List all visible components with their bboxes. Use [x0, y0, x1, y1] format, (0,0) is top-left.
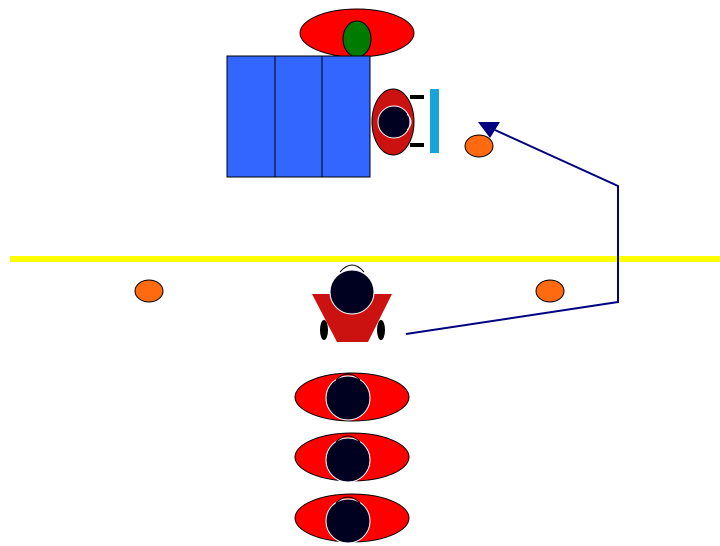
player-head [377, 105, 411, 139]
coach-head [329, 269, 375, 315]
table-panel [226, 55, 276, 178]
coach-hand [377, 320, 385, 340]
coach-face [339, 264, 365, 273]
player-head [325, 375, 371, 421]
table-icon [226, 55, 371, 178]
player-head [325, 498, 371, 544]
arrow-path [405, 129, 619, 335]
player-face [335, 373, 361, 381]
player-face [335, 435, 361, 443]
table-panel [321, 55, 371, 178]
coach-body [312, 294, 392, 342]
arrow-icon [405, 122, 619, 335]
ball-icon [342, 20, 372, 58]
top-player [299, 8, 415, 58]
yellow-line [10, 256, 720, 262]
arrow-head [478, 122, 500, 138]
cone-icon [134, 279, 164, 303]
player-head [325, 437, 371, 483]
player-face [406, 113, 412, 131]
cone-icon [464, 134, 494, 158]
waiting-player [294, 432, 410, 483]
side-player [371, 88, 439, 156]
player-hand [410, 143, 424, 147]
player-hand [410, 95, 424, 99]
player-face [335, 496, 361, 504]
waiting-player [294, 493, 410, 544]
coach-icon [312, 264, 392, 342]
rebound-bar [430, 89, 439, 153]
coach-hand [320, 320, 328, 340]
table-panel [274, 55, 323, 178]
cone-icon [535, 279, 565, 303]
waiting-player [294, 372, 410, 422]
